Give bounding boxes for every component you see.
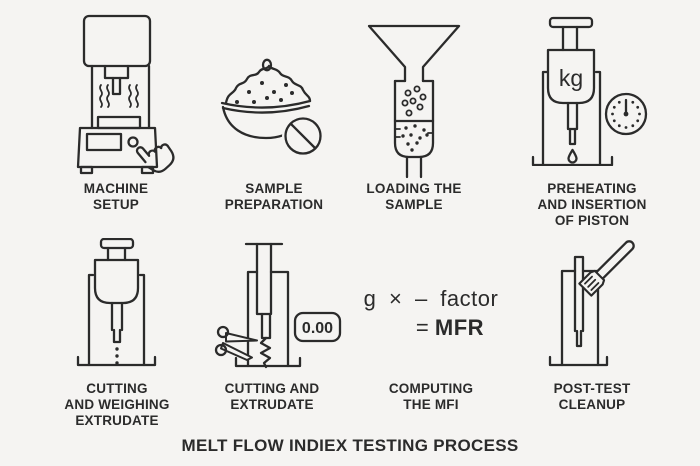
formula-expression: g × – factor — [363, 286, 499, 311]
step-cutting-and-extrudate: 0.00 CUTTING AND EXTRUDATE — [182, 238, 362, 412]
step-label: COMPUTING THE MFI — [388, 381, 474, 412]
step-label: CUTTING AND EXTRUDATE — [224, 381, 320, 412]
infographic-title: MELT FLOW INDIEX TESTING PROCESS — [181, 436, 519, 455]
step-label: PREHEATING AND INSERTION OF PISTON — [537, 181, 647, 228]
step-label: POST-TEST CLEANUP — [553, 381, 631, 412]
formula-equals: = — [415, 315, 429, 340]
testing-machine-with-hand-icon — [26, 14, 206, 178]
step-machine-setup: MACHINE SETUP — [26, 14, 206, 212]
step-preheating-and-insertion: kg — [502, 14, 682, 228]
formula-result-line: = MFR — [360, 315, 540, 341]
scale-display-value: 0.00 — [301, 320, 332, 337]
step-post-test-cleanup: POST-TEST CLEANUP — [502, 238, 682, 412]
funnel-into-barrel-icon — [324, 14, 504, 181]
scissors-cutting-extrudate-icon: 0.00 — [182, 238, 362, 373]
timer-clock-icon — [604, 92, 647, 136]
brush-cleaning-barrel-icon — [502, 238, 682, 373]
mfi-formula: g × – factor = MFR — [341, 286, 521, 341]
step-label: CUTTING AND WEIGHING EXTRUDATE — [64, 381, 170, 428]
scale-display: 0.00 — [293, 311, 341, 343]
cleaning-brush-icon — [578, 240, 635, 297]
step-cutting-and-weighing: CUTTING AND WEIGHING EXTRUDATE — [27, 238, 207, 428]
bowl-of-pellets-no-sign-icon — [184, 14, 364, 172]
step-loading-the-sample: LOADING THE SAMPLE — [324, 14, 504, 212]
scissors-icon — [214, 325, 258, 361]
step-label: LOADING THE SAMPLE — [366, 181, 462, 212]
formula-result: MFR — [434, 315, 485, 340]
step-label: MACHINE SETUP — [83, 181, 149, 212]
piston-extrudate-drops-icon — [27, 238, 207, 368]
step-label: SAMPLE PREPARATION — [224, 181, 324, 212]
weighted-piston-timer-icon: kg — [502, 14, 682, 166]
kg-weight-label: kg — [558, 65, 582, 91]
pointing-hand-icon — [135, 143, 175, 173]
step-sample-preparation: SAMPLE PREPARATION — [184, 14, 364, 212]
